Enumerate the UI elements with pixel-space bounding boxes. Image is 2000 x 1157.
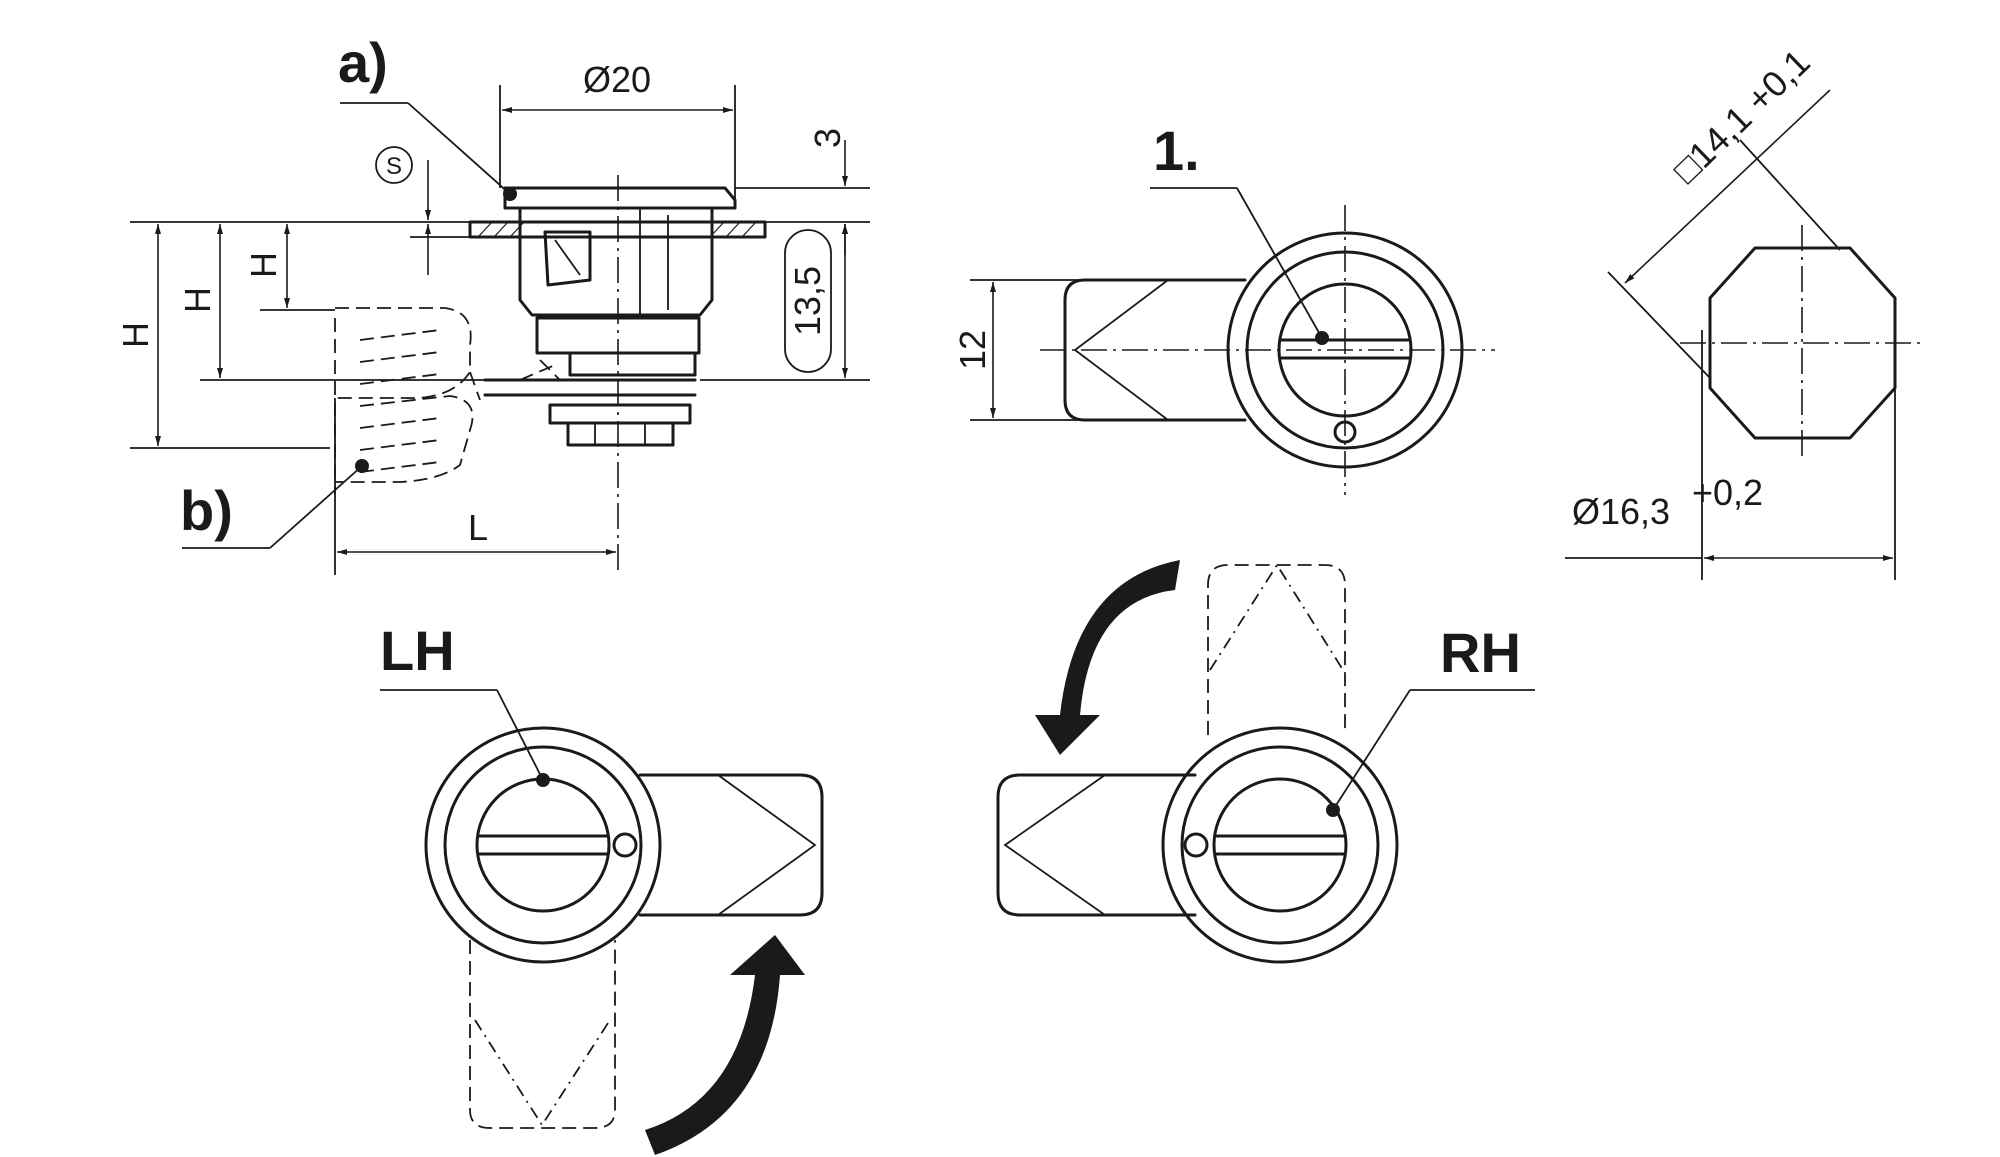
- right-hand-view: RH: [996, 560, 1535, 964]
- lh-outer-ring: [424, 726, 662, 964]
- cam-alternate-positions: [334, 307, 561, 495]
- callout-b-dot: [355, 459, 369, 473]
- detent-pin: [543, 230, 592, 287]
- callout-a-dot: [503, 187, 517, 201]
- lh-key-plug: [475, 777, 611, 913]
- dimension-square-14-1: □14,1 +0,1: [1665, 41, 1818, 191]
- lh-inner-ring: [443, 745, 643, 945]
- lh-callout-dot: [536, 773, 550, 787]
- screw-head: [566, 421, 675, 447]
- cutout-shape: [1708, 246, 1897, 440]
- dimension-l: L: [468, 507, 488, 548]
- dimension-13-5-box: [784, 229, 832, 373]
- dimension-diameter-16-3-tolerance: +0,2: [1692, 472, 1763, 513]
- rh-rotation-arrow: [1035, 560, 1180, 755]
- svg-text:S: S: [386, 153, 402, 180]
- dimension-12: 12: [952, 330, 993, 370]
- callout-b-label: b): [180, 479, 233, 542]
- dimension-13-5: 13,5: [787, 266, 828, 336]
- rh-cam-ghost: [1207, 564, 1346, 735]
- callout-1-dot: [1315, 331, 1329, 345]
- dimension-h-outer: H: [115, 322, 156, 348]
- dimension-3: 3: [807, 128, 848, 148]
- callout-1-label: 1.: [1153, 119, 1200, 182]
- lh-rotation-arrow: [645, 935, 805, 1155]
- dimension-h-middle: H: [177, 287, 218, 313]
- lh-label: LH: [380, 619, 455, 682]
- dimension-diameter-20: Ø20: [583, 59, 651, 100]
- rh-outer-ring: [1161, 726, 1399, 964]
- panel-cutout-detail: □14,1 +0,1 Ø16,3 +0,2: [1565, 41, 1920, 580]
- s-thickness-symbol: [375, 146, 413, 184]
- rh-inner-ring: [1180, 745, 1380, 945]
- rh-key-plug: [1212, 777, 1348, 913]
- rh-indicator-hole: [1183, 832, 1209, 858]
- callout-a-label: a): [338, 31, 388, 94]
- lock-body: [518, 206, 714, 317]
- front-view: 12 1.: [952, 119, 1495, 495]
- dimension-diameter-16-3: Ø16,3: [1572, 491, 1670, 532]
- left-hand-view: LH: [380, 619, 824, 1155]
- retaining-nut: [548, 403, 692, 425]
- lh-cam-tongue: [638, 773, 824, 917]
- rh-label: RH: [1440, 621, 1521, 684]
- cam-seat: [568, 351, 697, 377]
- lock-flange: [503, 186, 737, 210]
- dimension-h-inner: H: [243, 252, 284, 278]
- rh-callout-dot: [1326, 803, 1340, 817]
- rh-cam-tongue: [996, 773, 1197, 917]
- lh-cam-ghost: [469, 940, 616, 1129]
- side-section-view: H H H L Ø20 S 3 13,5 a): [115, 31, 870, 575]
- lh-indicator-hole: [612, 832, 638, 858]
